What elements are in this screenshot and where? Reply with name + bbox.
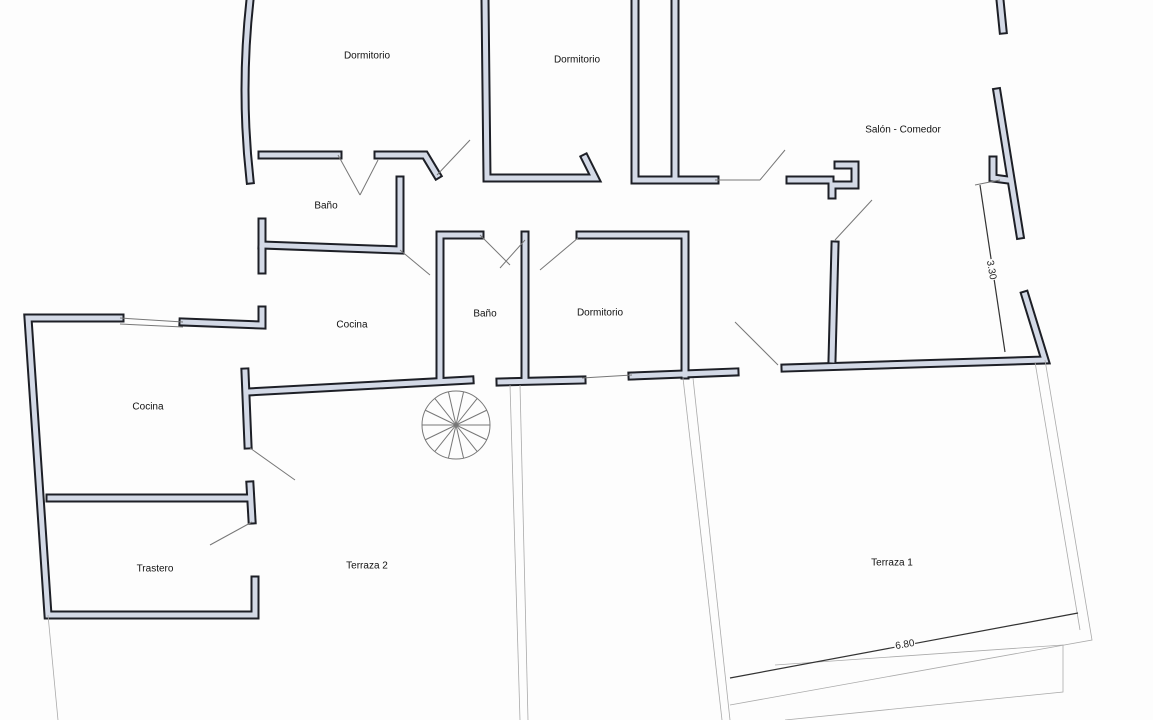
stair-step <box>425 409 457 426</box>
wall <box>780 289 1052 373</box>
wall <box>375 152 441 179</box>
wall <box>242 0 253 183</box>
room-label-terraza-2: Terraza 2 <box>346 560 388 572</box>
stair-step <box>455 409 487 426</box>
room-label-dormitorio: Dormitorio <box>343 50 391 62</box>
stair-step <box>455 424 465 459</box>
wall <box>787 162 858 198</box>
stair-step <box>425 424 457 441</box>
wall <box>482 0 600 181</box>
wall <box>829 242 838 363</box>
room-label-cocina: Cocina <box>132 401 164 413</box>
staircase <box>421 390 491 460</box>
room-label-dormitorio: Dormitorio <box>576 307 624 319</box>
terrace-outlines <box>47 359 1093 720</box>
room-label-terraza-1: Terraza 1 <box>871 557 913 569</box>
wall <box>247 482 255 523</box>
wall <box>577 232 688 378</box>
wall <box>259 177 403 253</box>
walls <box>23 0 1052 620</box>
wall <box>497 377 585 385</box>
room-label-dormitorio: Dormitorio <box>553 54 601 66</box>
room-label-salon-comedor: Salón - Comedor <box>865 124 941 136</box>
room-label-trastero: Trastero <box>136 563 174 575</box>
wall <box>575 230 690 380</box>
stair-step <box>434 398 457 426</box>
room-label-bano: Baño <box>473 308 497 320</box>
stair-step <box>455 391 465 426</box>
wall <box>990 89 1023 238</box>
stair-step <box>434 424 457 452</box>
room-label-bano: Baño <box>314 200 338 212</box>
stair-step <box>447 391 457 426</box>
stair-step <box>455 424 487 441</box>
stair-step <box>455 398 478 426</box>
wall <box>437 232 483 383</box>
stair-step <box>455 424 478 452</box>
wall <box>480 0 603 183</box>
wall <box>629 369 738 379</box>
wall <box>245 377 473 395</box>
wall <box>435 230 485 385</box>
wall <box>242 369 251 448</box>
door-swings <box>119 139 1001 546</box>
wall <box>997 0 1006 33</box>
wall <box>632 0 718 183</box>
dimension-lines <box>729 184 1079 679</box>
wall <box>257 175 405 255</box>
room-label-cocina: Cocina <box>336 319 368 331</box>
stair-step <box>447 424 457 459</box>
wall <box>180 307 265 328</box>
